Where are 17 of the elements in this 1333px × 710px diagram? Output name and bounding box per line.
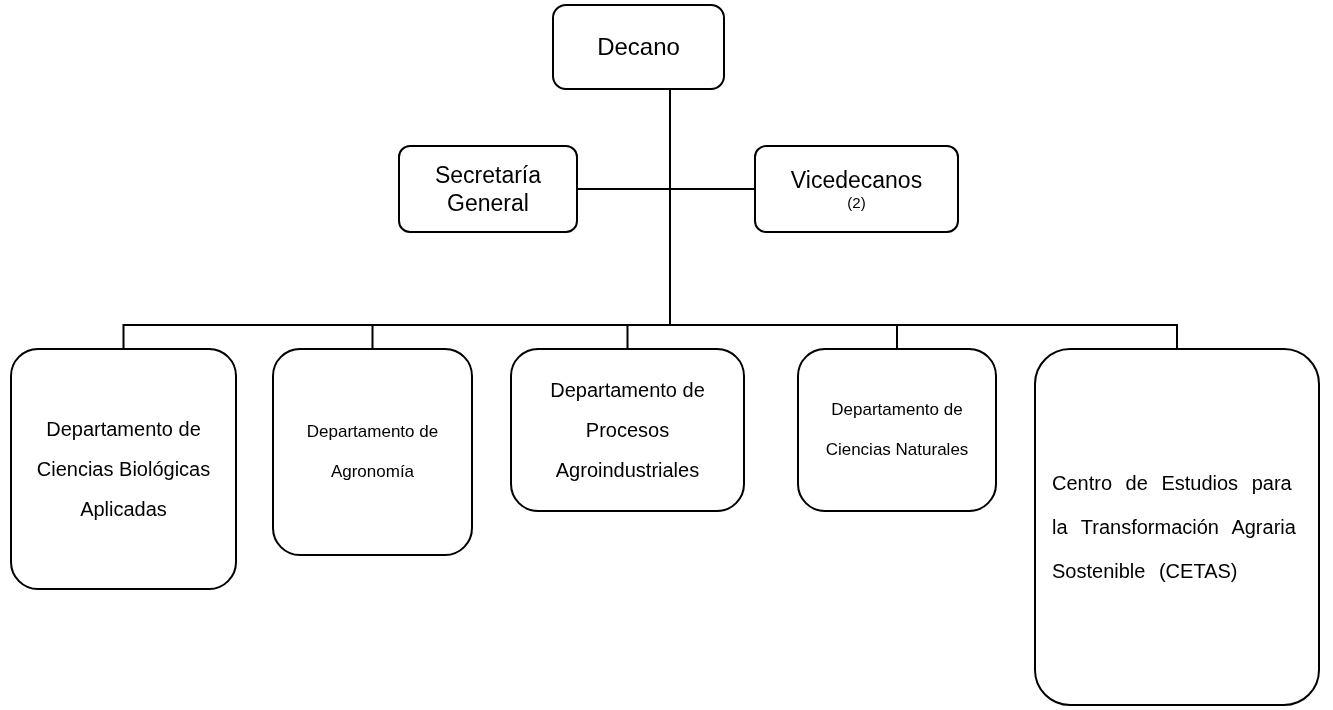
box-label: Decano xyxy=(597,32,680,62)
box-label: Secretaría General xyxy=(433,161,543,217)
org-box xyxy=(552,4,725,90)
org-box xyxy=(398,145,578,233)
org-box xyxy=(1034,348,1320,706)
box-label: Centro de Estudios para la Transformación Agraria Sostenible (CETAS) xyxy=(1052,471,1297,584)
box-label: Departamento de Ciencias Naturales xyxy=(824,399,970,461)
org-box xyxy=(510,348,745,512)
org-box xyxy=(754,145,959,233)
box-label: Departamento de Procesos Agroindustriales xyxy=(549,378,706,483)
box-label: Departamento de Agronomía xyxy=(305,421,440,483)
org-box xyxy=(272,348,473,556)
box-label: Vicedecanos xyxy=(790,166,923,194)
org-box xyxy=(10,348,237,590)
box-label: Departamento de Ciencias Biológicas Aplicadas xyxy=(35,417,212,522)
org-box xyxy=(797,348,997,512)
box-note: (2) xyxy=(847,194,866,212)
